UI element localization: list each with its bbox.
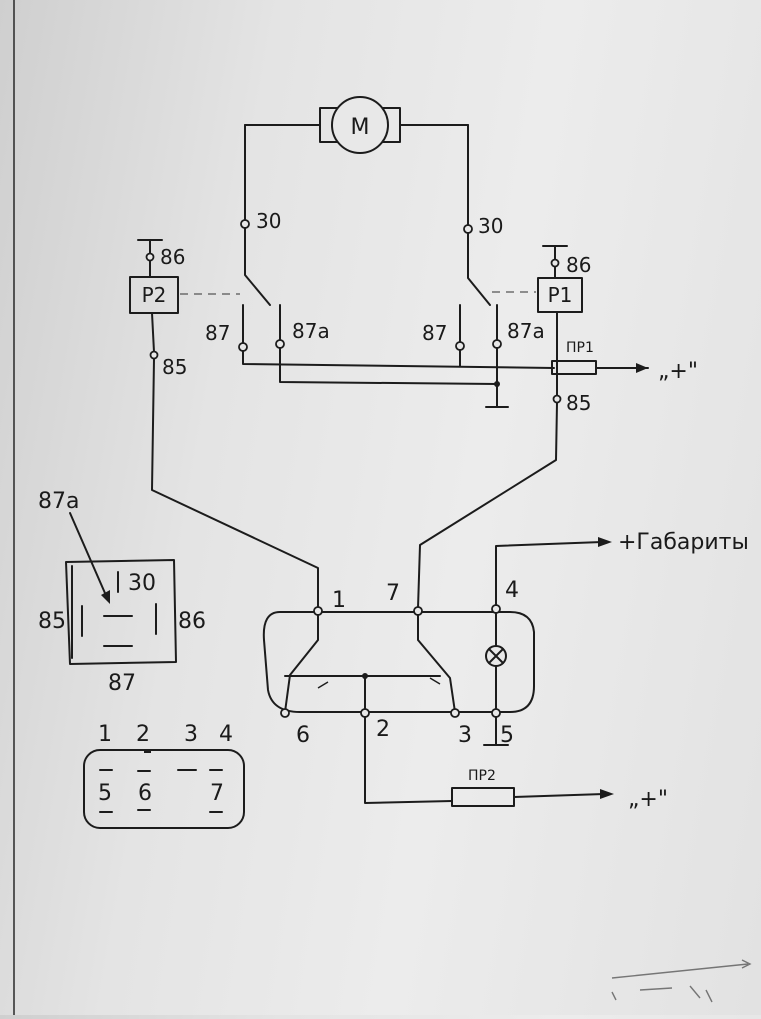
relay-p2: 30 86 P2 85 87 87a [129, 209, 330, 379]
p1-pin-30: 30 [478, 214, 503, 238]
fuse-pr1-label: ПР1 [566, 340, 594, 356]
motor-label: M [351, 115, 370, 140]
switch-pin-2: 2 [376, 717, 390, 742]
fuse-pr1: ПР1 „+" [551, 340, 698, 384]
p1-label: P1 [548, 283, 573, 307]
connector-bottom-5: 5 [98, 781, 112, 806]
switch-pin-1: 1 [332, 588, 346, 613]
motor: M [244, 96, 469, 154]
switch-pin-4: 4 [505, 578, 519, 603]
switch-block: 1 7 4 6 2 3 5 [262, 578, 535, 748]
relay-pinout-inset: 87a 30 85 86 87 [38, 489, 206, 696]
p2-pin-87a: 87a [292, 319, 330, 343]
marker-lights-label: +Габариты [618, 530, 749, 555]
switch-pin-6: 6 [296, 723, 310, 748]
switch-pin-7: 7 [386, 581, 400, 606]
connector-view-inset: 1 2 3 4 5 6 7 [83, 722, 245, 829]
p1-pin-85: 85 [566, 391, 591, 415]
pinout-87: 87 [108, 671, 136, 696]
switch-pin-3: 3 [458, 723, 472, 748]
connector-bottom-7: 7 [210, 781, 224, 806]
connector-top-2: 2 [136, 722, 150, 747]
relay-p1: 30 86 P1 85 87 87a [422, 214, 591, 415]
fuse-pr2-label: ПР2 [468, 768, 496, 784]
p2-pin-86: 86 [160, 245, 185, 269]
pinout-30: 30 [128, 571, 156, 596]
fuse-pr2: ПР2 „+" [364, 716, 668, 812]
connector-bottom-6: 6 [138, 781, 152, 806]
switch-pin-5: 5 [500, 723, 514, 748]
fuse-pr1-supply: „+" [658, 359, 698, 384]
p2-pin-85: 85 [162, 355, 187, 379]
fuse-pr2-supply: „+" [628, 787, 668, 812]
connector-top-1: 1 [98, 722, 112, 747]
connector-top-4: 4 [219, 722, 233, 747]
p2-label: P2 [142, 283, 167, 307]
p1-pin-87a: 87a [507, 319, 545, 343]
pinout-title: 87a [38, 489, 79, 514]
p2-pin-87: 87 [205, 321, 230, 345]
marker-lights-feed: +Габариты [495, 530, 749, 606]
p2-pin-30: 30 [256, 209, 281, 233]
bleed-through-marks [611, 959, 752, 1003]
pinout-86: 86 [178, 609, 206, 634]
connector-top-3: 3 [184, 722, 198, 747]
p1-pin-86: 86 [566, 253, 591, 277]
p1-pin-87: 87 [422, 321, 447, 345]
pinout-85: 85 [38, 609, 66, 634]
